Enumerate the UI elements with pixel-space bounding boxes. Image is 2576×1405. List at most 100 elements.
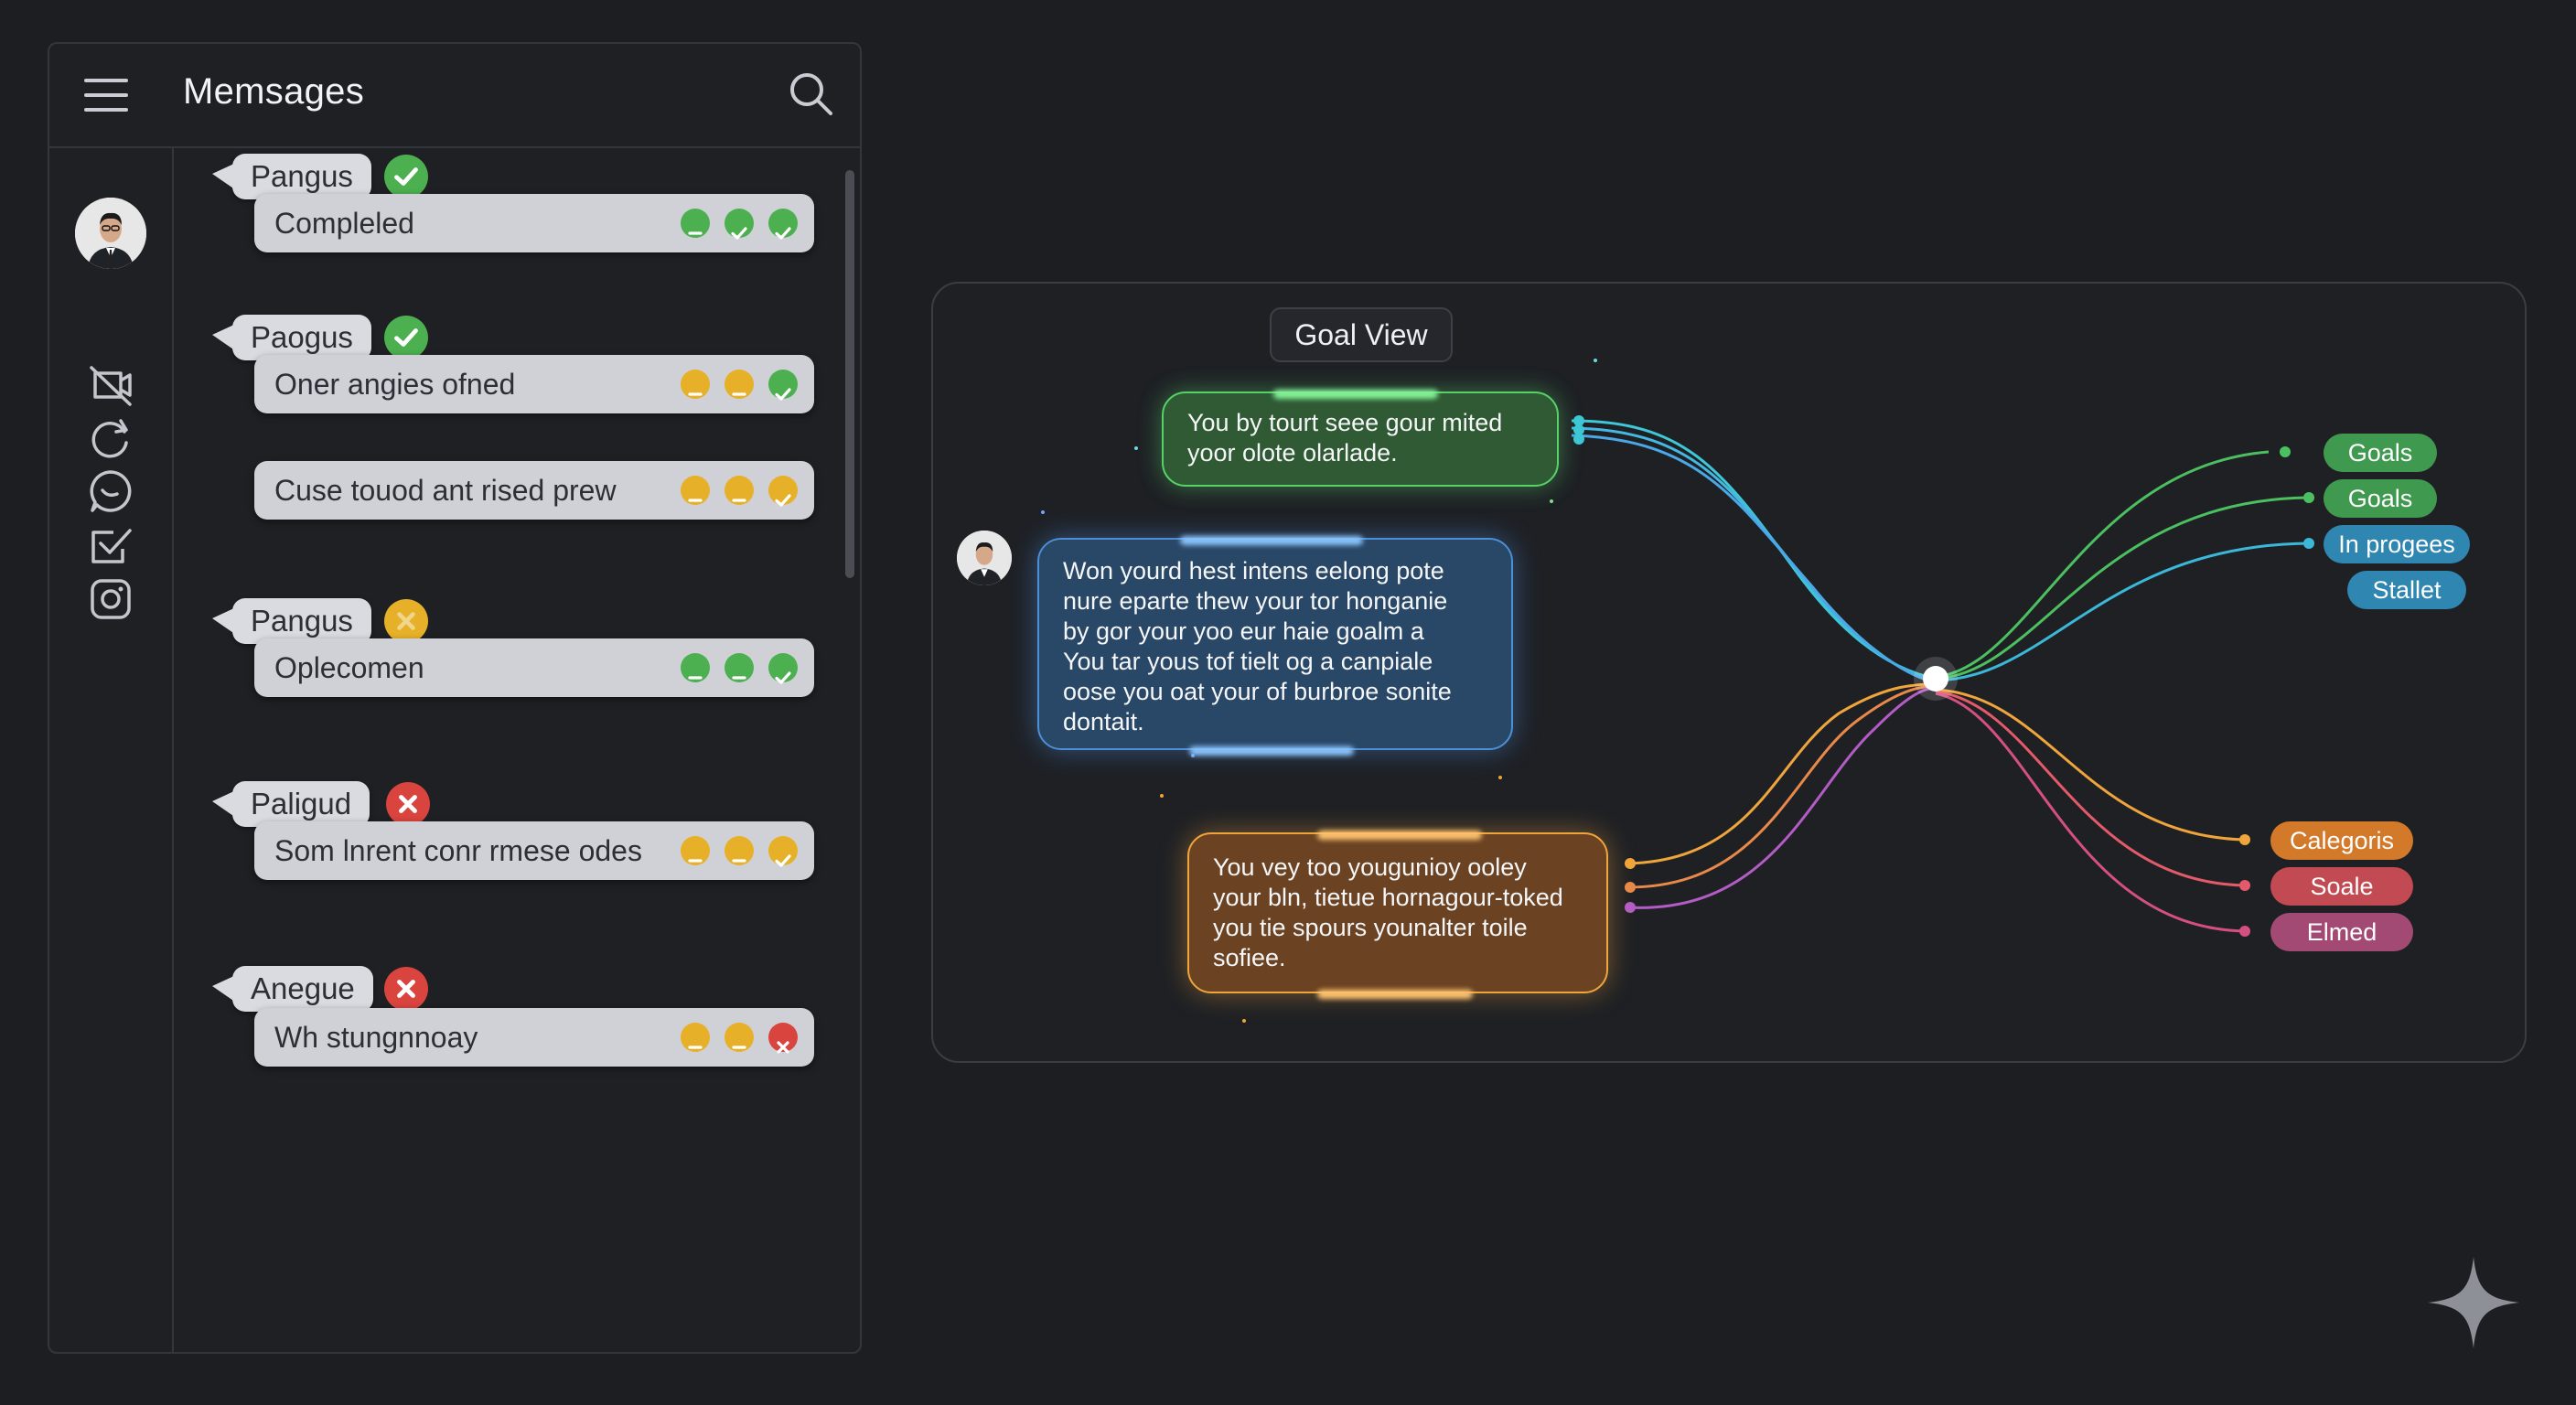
green-message-bubble[interactable]: You by tourt seee gour mited yoor olote o… xyxy=(1162,391,1559,487)
bubble-text-line: You tar yous tof tielt og a canpiale xyxy=(1063,648,1433,675)
minus-icon xyxy=(724,836,754,865)
bubble-text-line: Won yourd hest intens eelong pote xyxy=(1063,557,1444,585)
link-line xyxy=(1571,426,1937,682)
bubble-glow xyxy=(1317,990,1473,999)
message-row[interactable]: Som lnrent conr rmese odes xyxy=(254,821,814,880)
bubble-text-line: dontait. xyxy=(1063,708,1144,735)
minus-icon xyxy=(681,1023,710,1052)
message-row[interactable]: Wh stungnnoay xyxy=(254,1008,814,1067)
goal-tag[interactable]: Goals xyxy=(2324,479,2437,518)
messages-panel: Memsages xyxy=(48,42,862,1354)
link-line xyxy=(1935,688,2246,842)
status-indicators xyxy=(681,370,798,401)
link-line xyxy=(1627,684,1937,889)
menu-icon[interactable] xyxy=(84,79,128,112)
icon-rail xyxy=(49,146,174,1352)
refresh-icon[interactable] xyxy=(86,413,135,463)
connection-lines xyxy=(1041,359,2314,1023)
check-icon xyxy=(768,653,798,684)
panel-header: Memsages xyxy=(49,44,860,148)
bubble-glow xyxy=(1273,390,1438,399)
link-line xyxy=(1935,690,2246,887)
search-icon[interactable] xyxy=(785,68,836,119)
bubble-text-line: oose you oat your of burbroe sonite xyxy=(1063,678,1452,705)
check-icon xyxy=(768,209,798,240)
sender-label[interactable]: Paogus xyxy=(212,315,371,360)
bubble-glow xyxy=(1189,746,1354,756)
message-text: Compleled xyxy=(274,207,414,240)
avatar[interactable] xyxy=(957,531,1012,585)
sender-label[interactable]: Anegue xyxy=(212,966,373,1012)
check-icon xyxy=(768,476,798,507)
link-line xyxy=(1627,682,1937,865)
scrollbar[interactable] xyxy=(845,170,854,578)
warning-circle-icon xyxy=(384,599,428,643)
check-icon xyxy=(768,370,798,401)
message-text: Wh stungnnoay xyxy=(274,1021,478,1054)
goal-tag[interactable]: Elmed xyxy=(2270,913,2413,951)
bubble-text-line: You by tourt seee gour mited xyxy=(1187,409,1503,436)
status-indicators xyxy=(681,209,798,240)
bubble-text-line: you tie spours younalter toile xyxy=(1213,914,1528,941)
message-row[interactable]: Oplecomen xyxy=(254,638,814,697)
goal-tag[interactable]: Soale xyxy=(2270,867,2413,906)
link-line xyxy=(1935,496,2310,681)
bubble-text-line: your bln, tietue hornagour-toked xyxy=(1213,884,1563,911)
link-line xyxy=(1571,434,1937,684)
avatar[interactable] xyxy=(75,198,146,269)
bubble-text-line: nure eparte thew your tor honganie xyxy=(1063,587,1448,615)
status-indicators xyxy=(681,653,798,684)
message-text: Cuse touod ant rised prew xyxy=(274,474,617,507)
whatsapp-icon[interactable] xyxy=(86,467,135,516)
minus-icon xyxy=(681,370,710,399)
message-text: Som lnrent conr rmese odes xyxy=(274,834,642,867)
status-indicators xyxy=(681,836,798,867)
minus-icon xyxy=(681,476,710,505)
check-circle-icon xyxy=(384,316,428,359)
message-row[interactable]: Compleled xyxy=(254,194,814,252)
sparkle-icon[interactable] xyxy=(2426,1255,2521,1350)
bubble-text-line: sofiee. xyxy=(1213,944,1286,971)
minus-icon xyxy=(681,209,710,238)
link-line xyxy=(1571,419,1937,681)
close-icon xyxy=(768,1023,798,1054)
message-text: Oner angies ofned xyxy=(274,368,516,401)
bubble-text-line: yoor olote olarlade. xyxy=(1187,439,1398,467)
goal-tag[interactable]: Stallet xyxy=(2347,571,2466,609)
goal-view-panel: Goal View You by tourt seee gour mited yo… xyxy=(931,282,2527,1063)
check-icon xyxy=(768,836,798,867)
message-text: Oplecomen xyxy=(274,651,424,684)
minus-icon xyxy=(681,836,710,865)
bubble-glow xyxy=(1317,831,1482,840)
check-circle-icon xyxy=(384,155,428,198)
minus-icon xyxy=(724,370,754,399)
minus-icon xyxy=(724,1023,754,1052)
link-line xyxy=(1935,542,2310,682)
instagram-icon[interactable] xyxy=(86,574,135,624)
bubble-glow xyxy=(1180,536,1363,545)
message-row[interactable]: Cuse touod ant rised prew xyxy=(254,461,814,520)
check-box-icon[interactable] xyxy=(86,521,135,571)
status-indicators xyxy=(681,476,798,507)
no-video-icon[interactable] xyxy=(86,360,135,410)
message-row[interactable]: Oner angies ofned xyxy=(254,355,814,413)
sender-label[interactable]: Pangus xyxy=(212,598,371,644)
bubble-text-line: by gor your yoo eur haie goalm a xyxy=(1063,617,1424,645)
check-icon xyxy=(724,209,754,240)
hub-node[interactable] xyxy=(1923,666,1948,692)
goal-tag[interactable]: Calegoris xyxy=(2270,821,2413,860)
goal-tag[interactable]: Goals xyxy=(2324,434,2437,472)
link-line xyxy=(1935,450,2270,679)
minus-icon xyxy=(681,653,710,682)
status-indicators xyxy=(681,1023,798,1054)
goal-view-title: Goal View xyxy=(1270,307,1453,362)
error-circle-icon xyxy=(384,967,428,1011)
panel-title: Memsages xyxy=(183,71,365,112)
minus-icon xyxy=(724,653,754,682)
goal-tag[interactable]: In progees xyxy=(2324,525,2470,563)
sender-label[interactable]: Paligud xyxy=(211,781,370,827)
sender-label[interactable]: Pangus xyxy=(212,154,371,199)
